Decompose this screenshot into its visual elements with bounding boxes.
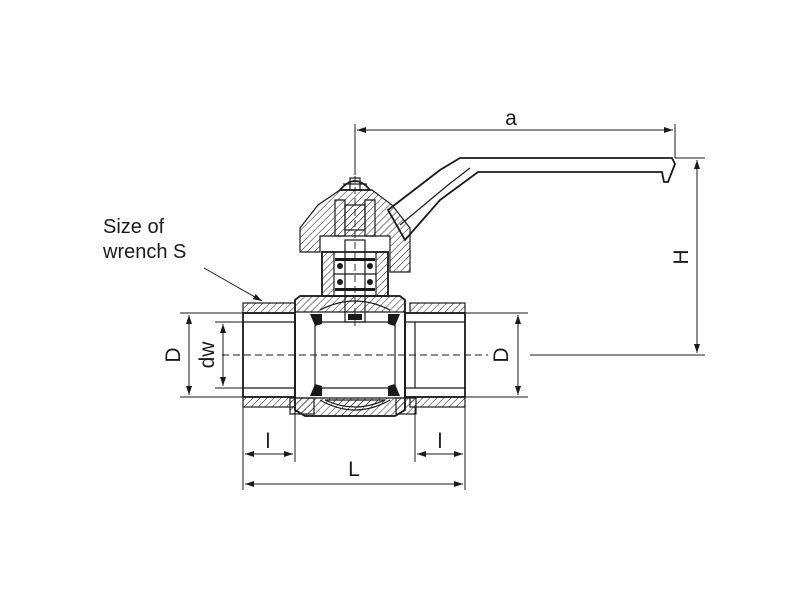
- seat-top-left: [310, 314, 322, 326]
- left-hex-ridge-bottom: [242, 396, 296, 408]
- wrench-note-line1: Size of: [103, 216, 165, 238]
- dimension-dw: dw: [196, 321, 243, 389]
- handle-nut: [334, 199, 346, 237]
- right-body-nut: [395, 397, 417, 415]
- left-body-nut: [289, 397, 315, 415]
- body-upper-wall: [294, 295, 406, 313]
- dimension-L: L: [245, 458, 463, 487]
- seat-top-right: [388, 314, 400, 326]
- o-ring-4: [367, 279, 373, 285]
- dimension-D-right-label: D: [490, 347, 513, 362]
- valve-body: [242, 295, 466, 417]
- dimension-L-label: L: [348, 458, 360, 481]
- dimension-D-left-label: D: [162, 347, 185, 362]
- o-ring-3: [337, 279, 343, 285]
- left-hex-ridge-top: [242, 302, 296, 314]
- wrench-note-line2: wrench S: [102, 241, 186, 263]
- handle-screw-cap: [338, 180, 372, 191]
- o-ring-2: [367, 263, 373, 269]
- dimension-H: H: [530, 157, 705, 356]
- wrench-note: Size of wrench S: [102, 216, 263, 302]
- lever-handle: [386, 157, 676, 242]
- dimension-H-label: H: [670, 249, 693, 264]
- dimension-a: a: [354, 107, 676, 175]
- dimension-l-left: l: [242, 407, 296, 490]
- dimension-l-left-label: l: [266, 430, 271, 453]
- seat-bottom-left: [310, 384, 322, 396]
- lever-handle-outline: [386, 157, 676, 242]
- dimension-l-right: l: [414, 407, 466, 490]
- dimension-a-label: a: [505, 107, 517, 130]
- dimension-dw-label: dw: [196, 341, 219, 369]
- ball-bottom-segment: [324, 399, 386, 408]
- dimension-D-right: D: [465, 312, 528, 398]
- wrench-leader: [203, 267, 263, 302]
- o-ring-1: [337, 263, 343, 269]
- right-hex-ridge-top: [409, 302, 466, 314]
- dimension-D-left: D: [162, 312, 243, 398]
- right-hex-ridge-bottom: [409, 396, 466, 408]
- seat-bottom-right: [388, 384, 400, 396]
- dimension-l-right-label: l: [438, 430, 443, 453]
